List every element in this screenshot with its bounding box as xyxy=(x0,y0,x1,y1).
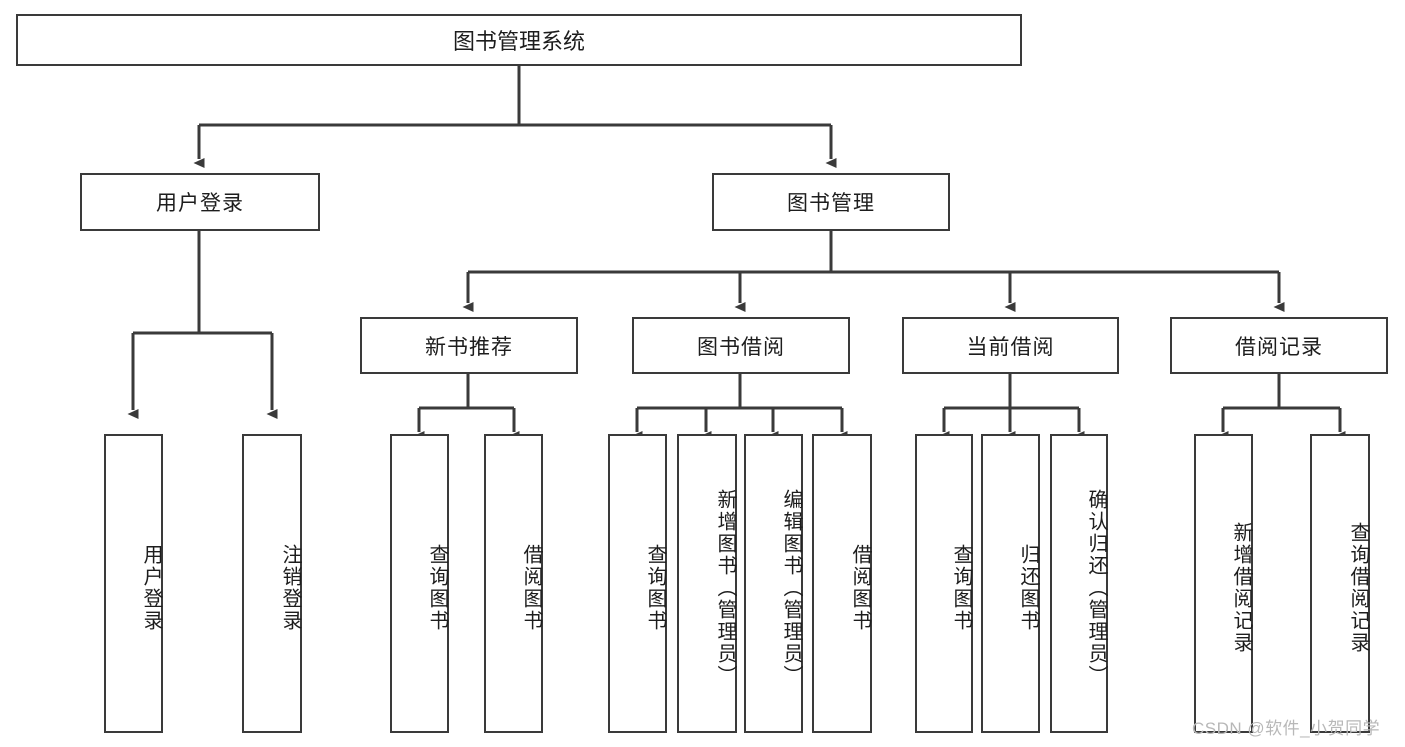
node-label: 新书推荐 xyxy=(425,335,513,359)
node-label: 当前借阅 xyxy=(966,335,1055,359)
node-label: 图书管理系统 xyxy=(452,29,585,54)
node-label: 借阅记录 xyxy=(1235,335,1323,359)
node-borrow-record[interactable]: 借阅记录 xyxy=(1170,317,1388,374)
node-leaf-query-book-current[interactable]: 查询图书 xyxy=(915,434,973,733)
node-leaf-return-book[interactable]: 归还图书 xyxy=(981,434,1040,733)
node-current-borrow[interactable]: 当前借阅 xyxy=(902,317,1119,374)
node-leaf-add-book[interactable]: 新增图书（管理员） xyxy=(677,434,737,733)
node-label: 新增图书（管理员） xyxy=(714,488,736,687)
node-leaf-user-login[interactable]: 用户登录 xyxy=(104,434,163,733)
node-new-book-recommend[interactable]: 新书推荐 xyxy=(360,317,578,374)
node-label: 查询图书 xyxy=(950,543,972,632)
node-label: 查询图书 xyxy=(426,543,448,632)
node-label: 新增借阅记录 xyxy=(1230,521,1252,654)
node-user-login[interactable]: 用户登录 xyxy=(80,173,320,231)
node-leaf-borrow-book-new[interactable]: 借阅图书 xyxy=(484,434,543,733)
node-label: 图书借阅 xyxy=(697,335,785,359)
node-leaf-borrow-book[interactable]: 借阅图书 xyxy=(812,434,872,733)
node-label: 借阅图书 xyxy=(520,543,542,632)
node-label: 用户登录 xyxy=(156,192,244,215)
node-leaf-user-logout[interactable]: 注销登录 xyxy=(242,434,302,733)
node-label: 查询图书 xyxy=(644,543,666,632)
node-leaf-confirm-return[interactable]: 确认归还（管理员） xyxy=(1050,434,1108,733)
node-label: 编辑图书（管理员） xyxy=(780,488,802,687)
node-book-management[interactable]: 图书管理 xyxy=(712,173,950,231)
node-leaf-add-borrow-record[interactable]: 新增借阅记录 xyxy=(1194,434,1253,733)
node-label: 借阅图书 xyxy=(849,543,871,632)
node-label: 确认归还（管理员） xyxy=(1085,488,1107,687)
node-root-book-management-system[interactable]: 图书管理系统 xyxy=(16,14,1022,66)
node-leaf-query-book-borrow[interactable]: 查询图书 xyxy=(608,434,667,733)
node-leaf-query-borrow-record[interactable]: 查询借阅记录 xyxy=(1310,434,1370,733)
csdn-watermark: CSDN @软件_小贺同学 xyxy=(1192,719,1381,738)
node-label: 注销登录 xyxy=(279,543,301,632)
node-label: 查询借阅记录 xyxy=(1347,521,1369,654)
node-leaf-edit-book[interactable]: 编辑图书（管理员） xyxy=(744,434,803,733)
node-book-borrow[interactable]: 图书借阅 xyxy=(632,317,850,374)
node-label: 用户登录 xyxy=(140,543,162,632)
node-label: 图书管理 xyxy=(787,192,875,215)
node-leaf-query-book-new[interactable]: 查询图书 xyxy=(390,434,449,733)
node-label: 归还图书 xyxy=(1017,543,1039,632)
